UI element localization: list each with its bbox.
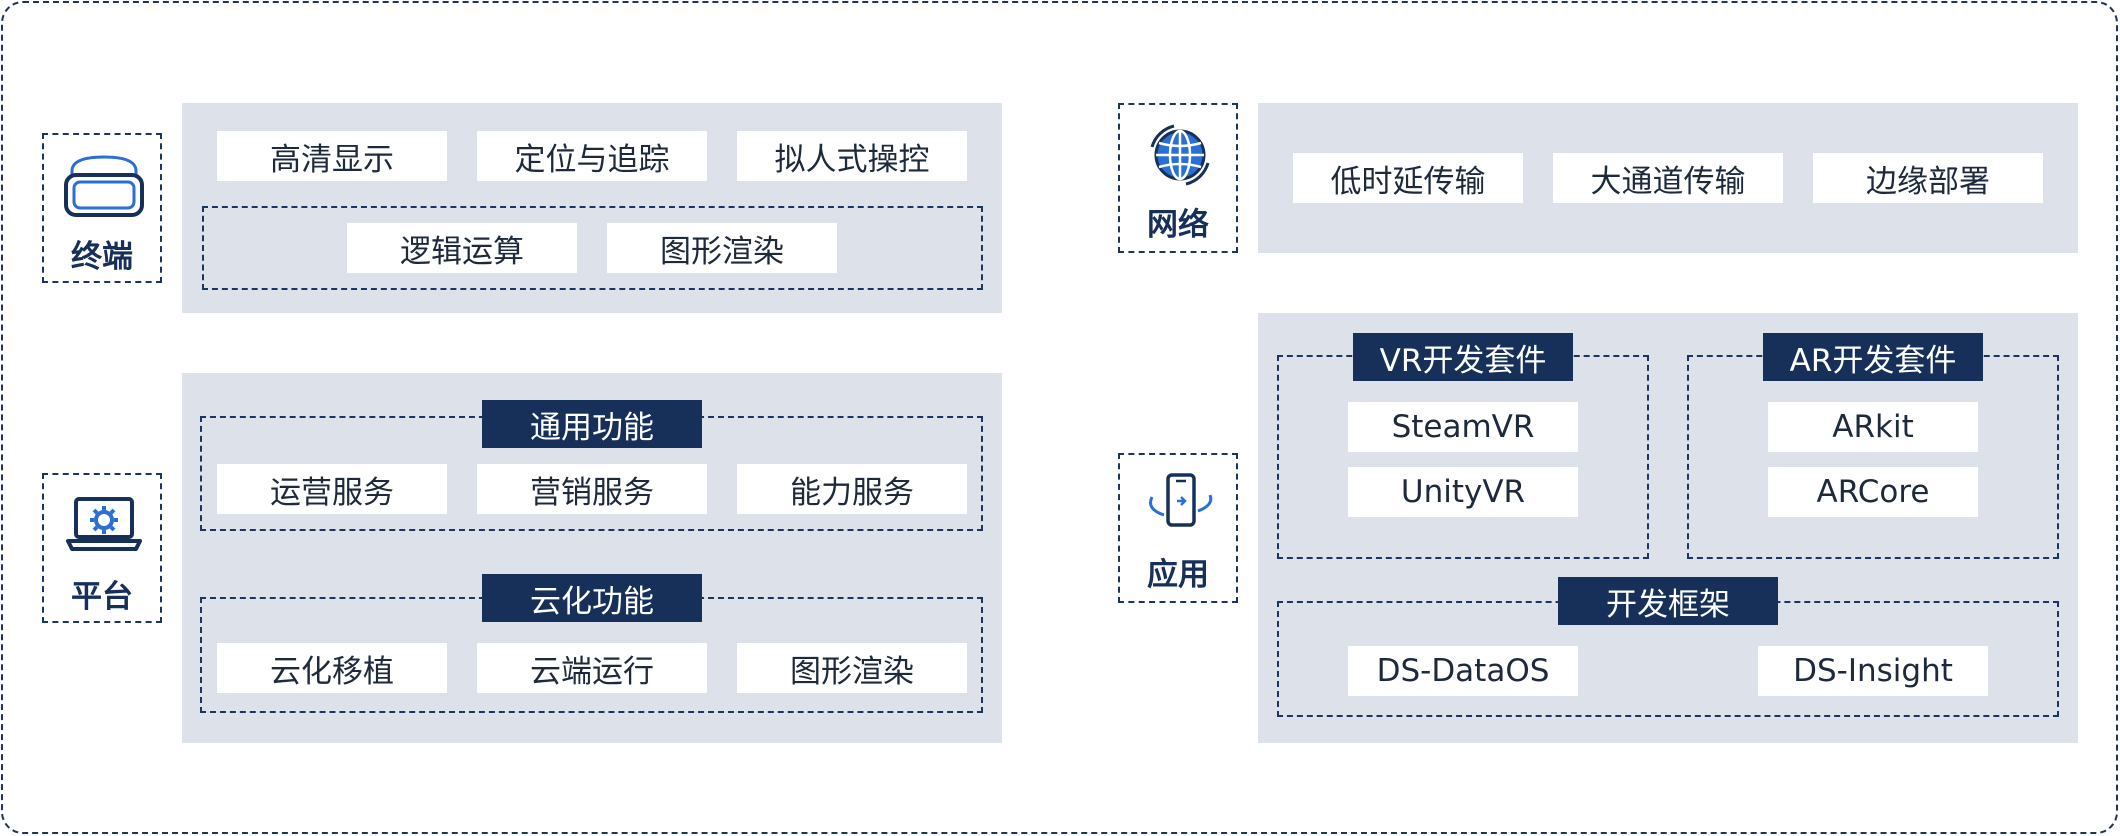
platform-item-operations: 运营服务 (217, 464, 447, 514)
application-label: 应用 (1147, 557, 1209, 593)
network-label: 网络 (1147, 207, 1209, 243)
network-item-edge-deploy: 边缘部署 (1813, 153, 2043, 203)
vr-kit-group (1277, 355, 1649, 559)
network-icon-box: 网络 (1118, 103, 1238, 253)
terminal-item-hd-display: 高清显示 (217, 131, 447, 181)
ar-kit-group (1687, 355, 2059, 559)
globe-network-icon (1150, 124, 1210, 186)
network-item-big-channel: 大通道传输 (1553, 153, 1783, 203)
general-functions-tag: 通用功能 (482, 400, 702, 448)
terminal-item-tracking: 定位与追踪 (477, 131, 707, 181)
platform-item-cloud-run: 云端运行 (477, 643, 707, 693)
ar-kit-tag: AR开发套件 (1763, 333, 1983, 381)
vr-item-unityvr: UnityVR (1348, 467, 1578, 517)
platform-item-marketing: 营销服务 (477, 464, 707, 514)
vr-kit-tag: VR开发套件 (1353, 333, 1573, 381)
terminal-item-logic: 逻辑运算 (347, 223, 577, 273)
terminal-sub-group (202, 206, 983, 290)
framework-item-dataos: DS-DataOS (1348, 646, 1578, 696)
platform-item-cloud-render: 图形渲染 (737, 643, 967, 693)
platform-item-capability: 能力服务 (737, 464, 967, 514)
terminal-item-control: 拟人式操控 (737, 131, 967, 181)
platform-label: 平台 (71, 579, 133, 615)
framework-item-insight: DS-Insight (1758, 646, 1988, 696)
platform-icon-box: 平台 (42, 473, 162, 623)
vr-item-steamvr: SteamVR (1348, 402, 1578, 452)
terminal-item-render: 图形渲染 (607, 223, 837, 273)
ar-item-arcore: ARCore (1768, 467, 1978, 517)
laptop-gear-icon (66, 497, 142, 551)
application-icon-box: 应用 (1118, 453, 1238, 603)
ar-item-arkit: ARkit (1768, 402, 1978, 452)
cloud-functions-tag: 云化功能 (482, 574, 702, 622)
network-item-low-latency: 低时延传输 (1293, 153, 1523, 203)
platform-item-cloud-migration: 云化移植 (217, 643, 447, 693)
vr-headset-icon (64, 155, 144, 217)
dev-framework-tag: 开发框架 (1558, 577, 1778, 625)
terminal-label: 终端 (71, 239, 133, 275)
phone-rotate-icon (1149, 473, 1213, 527)
terminal-icon-box: 终端 (42, 133, 162, 283)
